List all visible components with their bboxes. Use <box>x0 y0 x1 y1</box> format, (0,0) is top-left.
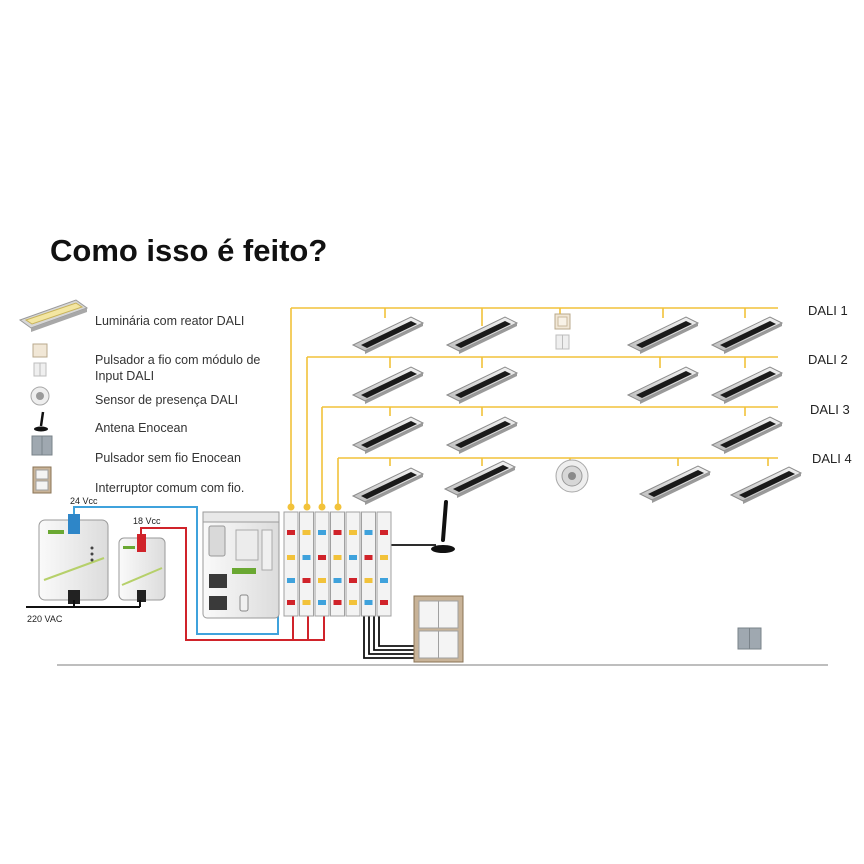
switch-wires <box>363 600 414 659</box>
luminaire-icon <box>18 299 89 332</box>
io-module <box>330 511 345 617</box>
io-module <box>345 511 361 617</box>
power-supply-24v <box>38 514 109 604</box>
page-title: Como isso é feito? <box>50 233 328 268</box>
legend-label-antenna: Antena Enocean <box>95 421 188 435</box>
legend-label-presence-sensor: Sensor de presença DALI <box>95 393 239 407</box>
legend-label-wireless-button: Pulsador sem fio Enocean <box>95 451 241 465</box>
luminaire <box>351 467 425 505</box>
power-supply-18v <box>118 534 166 602</box>
wireless-button-legend-icon <box>31 435 53 456</box>
ac-wire <box>26 600 141 608</box>
push-button-dali-icon <box>32 343 48 377</box>
dali-label-1: DALI 1 <box>808 303 848 318</box>
luminaire <box>351 416 425 454</box>
luminaire <box>638 465 712 503</box>
io-module <box>376 511 392 617</box>
legend-label-luminaire: Luminária com reator DALI <box>95 314 245 328</box>
dali-label-4: DALI 4 <box>812 451 852 466</box>
label-24v: 24 Vcc <box>70 496 98 506</box>
luminaire <box>351 316 425 354</box>
luminaire <box>445 316 519 354</box>
luminaire <box>626 316 700 354</box>
io-modules <box>283 511 392 617</box>
io-module <box>361 511 376 617</box>
luminaire <box>443 460 517 498</box>
legend-label-wired-switch: Interruptor comum com fio. <box>95 481 245 495</box>
legend-label-push-button: Pulsador a fio com módulo de Input DALI <box>95 353 261 383</box>
dali-label-3: DALI 3 <box>810 402 850 417</box>
luminaire <box>710 416 784 454</box>
dali-label-2: DALI 2 <box>808 352 848 367</box>
label-18v: 18 Vcc <box>133 516 161 526</box>
presence-sensor-icon <box>555 459 589 493</box>
dali-bus-1 <box>290 307 778 505</box>
luminaire <box>445 366 519 404</box>
io-module <box>283 511 299 617</box>
luminaire <box>710 366 784 404</box>
dali-bus-2 <box>306 356 778 505</box>
luminaire <box>445 416 519 454</box>
presence-sensor-legend-icon <box>30 386 50 406</box>
luminaires <box>351 316 803 505</box>
wireless-button-icon <box>737 627 762 650</box>
label-220vac: 220 VAC <box>27 614 63 624</box>
luminaire <box>729 466 803 504</box>
wired-switch-icon <box>413 595 464 663</box>
luminaire <box>351 366 425 404</box>
io-module <box>299 511 314 617</box>
dali-bus-3 <box>321 406 778 505</box>
controller <box>202 511 280 619</box>
bus-terminals <box>287 503 342 511</box>
luminaire <box>710 316 784 354</box>
luminaire <box>626 366 700 404</box>
push-button-icon <box>554 313 571 350</box>
antenna-legend-icon <box>34 411 48 432</box>
io-module <box>314 511 330 617</box>
wire-18v <box>140 527 325 641</box>
wired-switch-legend-icon <box>32 466 52 494</box>
wire-24v <box>73 506 279 635</box>
antenna-icon <box>431 500 455 553</box>
